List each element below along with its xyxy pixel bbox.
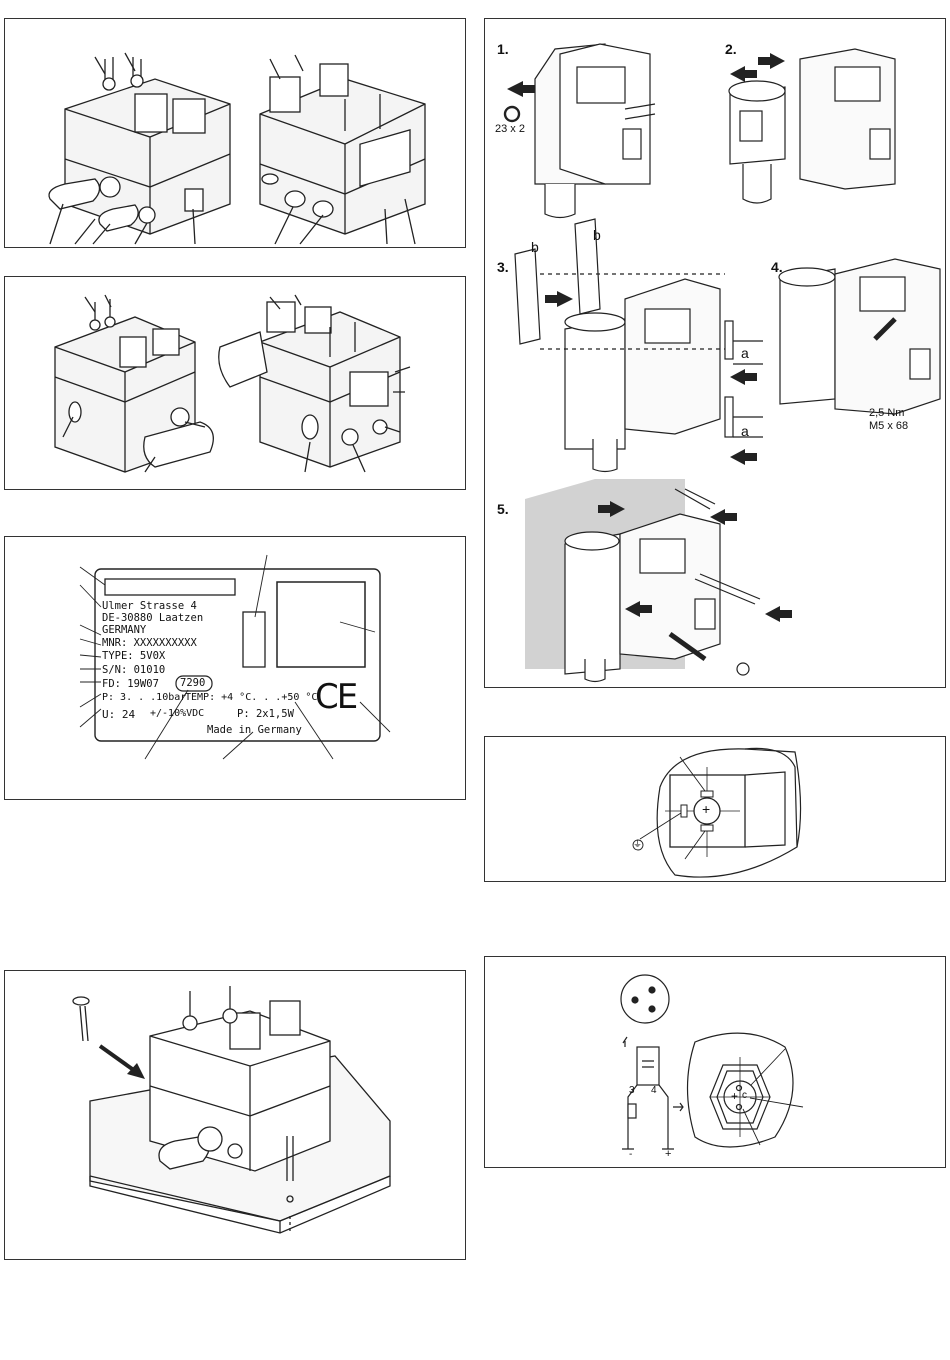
- plate-temperature: TEMP: +4 °C. . .+50 °C: [185, 692, 317, 703]
- part-label-b-1: b: [531, 239, 539, 255]
- plate-made-in: Made in Germany: [207, 724, 302, 736]
- step-2-label: 2.: [725, 41, 737, 57]
- step-4-label: 4.: [771, 259, 783, 275]
- torque-label: 2,5 Nm: [869, 407, 904, 419]
- pin-4-label: 4: [651, 1085, 657, 1096]
- valve-views-drawing: [5, 19, 467, 249]
- minus-terminal-label: -: [629, 1149, 632, 1160]
- ce-mark: CE: [315, 677, 356, 717]
- plate-pressure: P: 3. . .10bar: [102, 692, 186, 703]
- figure-panel-valve-silencer-views: [4, 276, 466, 490]
- figure-panel-mounting: [4, 970, 466, 1260]
- pin-3-label: 3: [629, 1085, 635, 1096]
- figure-panel-connector-top: + ⏚: [484, 736, 946, 882]
- plate-serial-number: S/N: 01010: [102, 664, 165, 676]
- connector-center-plus: +: [731, 1089, 738, 1103]
- figure-panel-valve-views: [4, 18, 466, 248]
- figure-panel-assembly-steps: 1. 2. 3. 4. 5. 23 x 2 b b a a 2,5 Nm M5 …: [484, 18, 946, 688]
- mounting-drawing: [5, 971, 467, 1261]
- step-1-label: 1.: [497, 41, 509, 57]
- figure-panel-connector-wiring: 3 4 - + + c: [484, 956, 946, 1168]
- step-5-label: 5.: [497, 501, 509, 517]
- screw-size-label: M5 x 68: [869, 420, 908, 432]
- plate-type: TYPE: 5V0X: [102, 650, 165, 662]
- part-label-a-2: a: [741, 423, 749, 439]
- plate-power: P: 2x1,5W: [237, 708, 294, 720]
- plate-address-city: DE-30880 Laatzen: [102, 612, 203, 624]
- figure-panel-type-plate: Ulmer Strasse 4 DE-30880 Laatzen GERMANY…: [4, 536, 466, 800]
- plate-code: 7290: [180, 677, 205, 689]
- type-plate-drawing: [5, 537, 467, 801]
- part-label-a-1: a: [741, 345, 749, 361]
- connector-top-drawing: [485, 737, 947, 883]
- plate-voltage-tolerance: +/-10%VDC: [150, 708, 204, 719]
- plate-mnr: MNR: XXXXXXXXXX: [102, 637, 197, 649]
- valve-silencer-drawing: [5, 277, 467, 491]
- plus-terminal-label: +: [665, 1148, 671, 1160]
- part-label-b-2: b: [593, 227, 601, 243]
- plate-address-country: GERMANY: [102, 624, 146, 636]
- ground-icon: ⏚: [633, 837, 642, 850]
- step-3-label: 3.: [497, 259, 509, 275]
- connector-center-c: c: [742, 1090, 747, 1101]
- assembly-steps-drawing: [485, 19, 947, 689]
- plate-fd: FD: 19W07: [102, 678, 159, 690]
- plate-address-street: Ulmer Strasse 4: [102, 600, 197, 612]
- connector-plus-label: +: [702, 801, 710, 817]
- oring-size-label: 23 x 2: [495, 123, 525, 135]
- plate-voltage: U: 24: [102, 708, 135, 721]
- connector-wiring-drawing: [485, 957, 947, 1169]
